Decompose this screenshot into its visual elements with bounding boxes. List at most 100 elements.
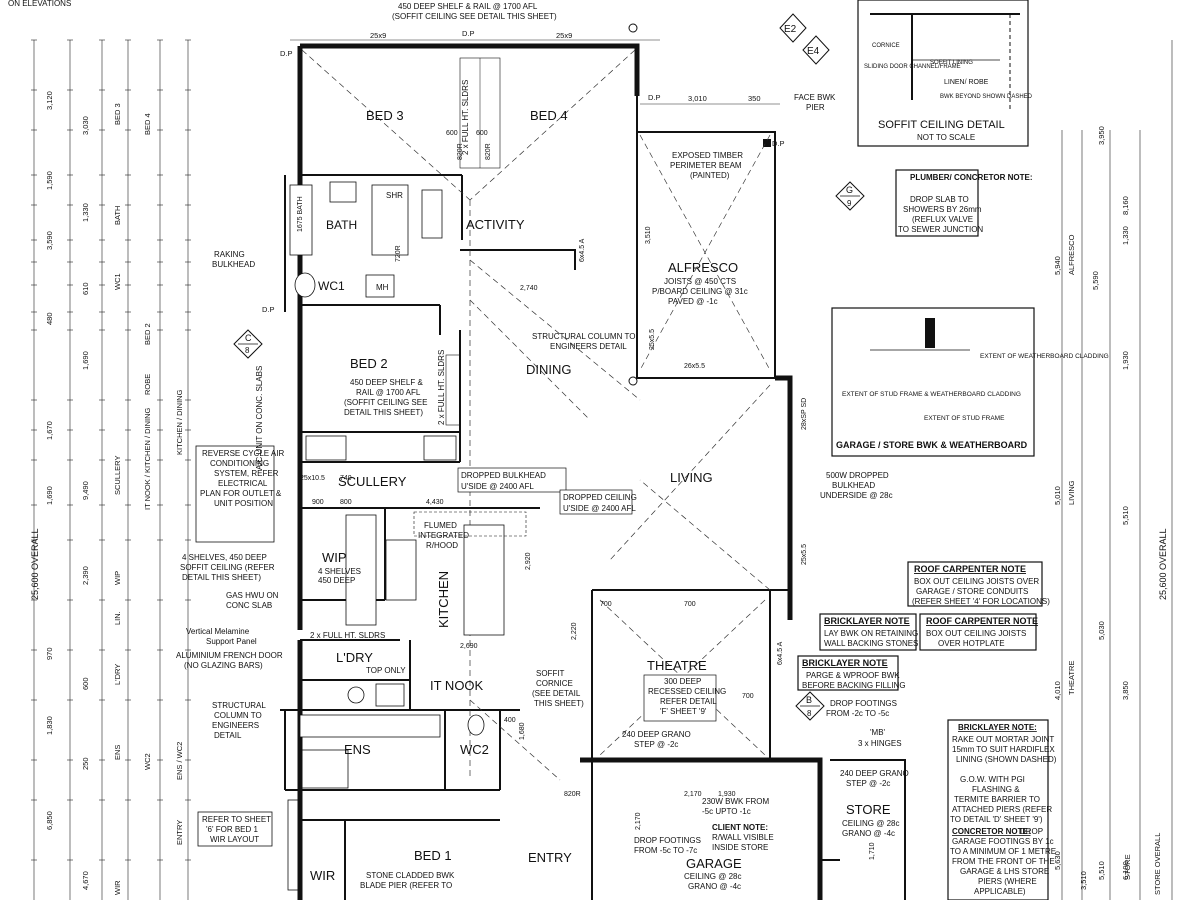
svg-text:FACE BWK: FACE BWK bbox=[794, 93, 836, 102]
interior-dimension: 3,510 bbox=[645, 226, 652, 244]
room-bed1: BED 1 bbox=[414, 848, 452, 863]
interior-dimension: 2,170 bbox=[635, 812, 642, 830]
svg-text:EXPOSED TIMBER: EXPOSED TIMBER bbox=[672, 151, 743, 160]
top-dim: D.P bbox=[280, 49, 293, 58]
svg-text:LAY BWK ON RETAINING: LAY BWK ON RETAINING bbox=[824, 629, 918, 638]
room-alfresco: ALFRESCO bbox=[668, 260, 738, 275]
right-dimension-value: 1,930 bbox=[1121, 351, 1130, 370]
svg-text:OVER HOTPLATE: OVER HOTPLATE bbox=[938, 639, 1005, 648]
bed2-note: (SOFFIT CEILING SEE bbox=[344, 398, 427, 407]
room-wir: WIR bbox=[310, 868, 335, 883]
left-dimension-value: 970 bbox=[45, 647, 54, 660]
right-dimension-value: 5,940 bbox=[1053, 256, 1062, 275]
interior-dimension: 25x10.5 bbox=[300, 475, 325, 482]
svg-text:CONC SLAB: CONC SLAB bbox=[226, 601, 272, 610]
svg-text:SOFFIT: SOFFIT bbox=[536, 669, 565, 678]
top-dimensions: 25x9 D.P 25x9 D.P 3,010 350 D.P D.P D.P … bbox=[262, 2, 785, 314]
interior-dimension: 1675 BATH bbox=[297, 196, 304, 232]
svg-text:ALUMINIUM FRENCH DOOR: ALUMINIUM FRENCH DOOR bbox=[176, 651, 283, 660]
left-dimension-value: 600 bbox=[81, 677, 90, 690]
bed2-note: 450 DEEP SHELF & bbox=[350, 378, 423, 387]
left-dimension-value: 1,830 bbox=[45, 716, 54, 735]
svg-text:BWK BEYOND SHOWN DASHED: BWK BEYOND SHOWN DASHED bbox=[940, 94, 1033, 100]
alfresco-note: P/BOARD CEILING @ 31c bbox=[652, 287, 748, 296]
svg-text:FLUMED: FLUMED bbox=[424, 521, 457, 530]
manhole-label: MH bbox=[376, 283, 389, 292]
left-dimension-label: LIN. bbox=[113, 611, 122, 625]
room-wc1: WC1 bbox=[318, 279, 345, 293]
left-dimension-label: BED 3 bbox=[113, 103, 122, 125]
svg-text:UNIT POSITION: UNIT POSITION bbox=[214, 499, 273, 508]
theatre-note: 'F' SHEET '9' bbox=[660, 707, 707, 716]
left-dimension-label: WIR bbox=[113, 880, 122, 895]
interior-dimension: 6x4.5 A bbox=[777, 641, 784, 665]
top-dim: D.P bbox=[462, 29, 475, 38]
interior-dimension: 1,680 bbox=[519, 722, 526, 740]
top-dim: 25x9 bbox=[370, 31, 386, 40]
svg-text:4 SHELVES, 450 DEEP: 4 SHELVES, 450 DEEP bbox=[182, 553, 267, 562]
right-dimension-value: 3,510 bbox=[1079, 871, 1088, 890]
bricklayer-note: BRICKLAYER NOTE LAY BWK ON RETAINING WAL… bbox=[819, 613, 918, 651]
left-dimension-label: WC2 bbox=[143, 753, 152, 770]
left-dimension-value: 1,670 bbox=[45, 421, 54, 440]
svg-text:INTEGRATED: INTEGRATED bbox=[418, 531, 469, 540]
left-dimension-label: ENS / WC2 bbox=[175, 742, 184, 780]
left-dimension-value: 3,030 bbox=[81, 116, 90, 135]
svg-text:-5c UPTO -1c: -5c UPTO -1c bbox=[702, 807, 751, 816]
soffit-detail-title: SOFFIT CEILING DETAIL bbox=[878, 119, 1005, 131]
theatre-step: 240 DEEP GRANO bbox=[622, 730, 691, 739]
svg-text:SHOWERS BY 26mm: SHOWERS BY 26mm bbox=[903, 205, 982, 214]
svg-text:BRICKLAYER NOTE: BRICKLAYER NOTE bbox=[824, 616, 910, 626]
svg-text:LINING (SHOWN DASHED): LINING (SHOWN DASHED) bbox=[956, 755, 1057, 764]
room-living: LIVING bbox=[670, 470, 713, 485]
right-dimension-value: 4,010 bbox=[1053, 681, 1062, 700]
interior-dimension: 720R bbox=[395, 245, 402, 262]
bricklayer-note: BRICKLAYER NOTE PARGE & WPROOF BWK BEFOR… bbox=[797, 655, 906, 691]
interior-dimension: 2,170 bbox=[684, 791, 702, 798]
interior-dimension: 800 bbox=[340, 499, 352, 506]
svg-text:ENGINEERS DETAIL: ENGINEERS DETAIL bbox=[550, 342, 627, 351]
theatre-note: REFER DETAIL bbox=[660, 697, 717, 706]
svg-text:DROP FOOTINGS: DROP FOOTINGS bbox=[830, 699, 897, 708]
svg-text:PLUMBER/ CONCRETOR NOTE:: PLUMBER/ CONCRETOR NOTE: bbox=[910, 173, 1033, 182]
svg-text:PIERS (WHERE: PIERS (WHERE bbox=[978, 877, 1037, 886]
right-dimension-label: THEATRE bbox=[1067, 661, 1076, 695]
left-dimension-label: KITCHEN / DINING bbox=[175, 389, 184, 455]
svg-text:ELECTRICAL: ELECTRICAL bbox=[218, 479, 268, 488]
alfresco-note: PAVED @ -1c bbox=[668, 297, 718, 306]
elevations-note: ON ELEVATIONS bbox=[8, 0, 71, 8]
interior-dimension: 6x4.5 A bbox=[579, 238, 586, 262]
top-dim: D.P bbox=[772, 139, 785, 148]
svg-text:(REFER SHEET '4' FOR LOCATIONS: (REFER SHEET '4' FOR LOCATIONS) bbox=[912, 597, 1050, 606]
svg-text:RAKE OUT MORTAR JOINT: RAKE OUT MORTAR JOINT bbox=[952, 735, 1054, 744]
svg-text:240 DEEP GRANO: 240 DEEP GRANO bbox=[840, 769, 909, 778]
garage-bwk-detail: EXTENT OF WEATHERBOARD CLADDING EXTENT O… bbox=[831, 307, 1109, 457]
svg-text:REVERSE CYCLE AIR: REVERSE CYCLE AIR bbox=[202, 449, 284, 458]
right-dimension-value: 5,010 bbox=[1053, 486, 1062, 505]
svg-text:DROP FOOTINGS: DROP FOOTINGS bbox=[634, 836, 701, 845]
interior-dimension: 1,710 bbox=[869, 842, 876, 860]
left-dimension-value: 480 bbox=[45, 312, 54, 325]
room-entry: ENTRY bbox=[528, 850, 572, 865]
svg-text:WIR LAYOUT: WIR LAYOUT bbox=[210, 835, 259, 844]
room-dining: DINING bbox=[526, 362, 572, 377]
interior-dimension: 4,430 bbox=[426, 499, 444, 506]
svg-text:EXTENT OF WEATHERBOARD CLADDIN: EXTENT OF WEATHERBOARD CLADDING bbox=[980, 353, 1109, 360]
elevation-markers: E2 E4 bbox=[628, 13, 830, 65]
elevation-tag: E4 bbox=[807, 46, 820, 57]
left-dimension-label: BATH bbox=[113, 206, 122, 225]
svg-text:PARGE & WPROOF BWK: PARGE & WPROOF BWK bbox=[806, 671, 900, 680]
interior-dimension: 2,920 bbox=[525, 552, 532, 570]
svg-text:(SEE DETAIL: (SEE DETAIL bbox=[532, 689, 581, 698]
svg-text:BLADE PIER (REFER TO: BLADE PIER (REFER TO bbox=[360, 881, 452, 890]
left-dimension-value: 1,590 bbox=[45, 171, 54, 190]
svg-text:SOFFIT CEILING (REFER: SOFFIT CEILING (REFER bbox=[180, 563, 275, 572]
svg-text:ATTACHED PIERS (REFER: ATTACHED PIERS (REFER bbox=[952, 805, 1052, 814]
right-dimension-value: 5,030 bbox=[1097, 621, 1106, 640]
interior-dimension: 26x5.5 bbox=[684, 363, 705, 370]
svg-text:TO DETAIL 'D' SHEET '9'): TO DETAIL 'D' SHEET '9') bbox=[950, 815, 1043, 824]
svg-text:'MB': 'MB' bbox=[870, 728, 886, 737]
plan-notes: EXPOSED TIMBER PERIMETER BEAM (PAINTED) … bbox=[212, 80, 909, 890]
svg-text:BEFORE BACKING FILLING: BEFORE BACKING FILLING bbox=[802, 681, 906, 690]
interior-dimension: 700 bbox=[742, 693, 754, 700]
